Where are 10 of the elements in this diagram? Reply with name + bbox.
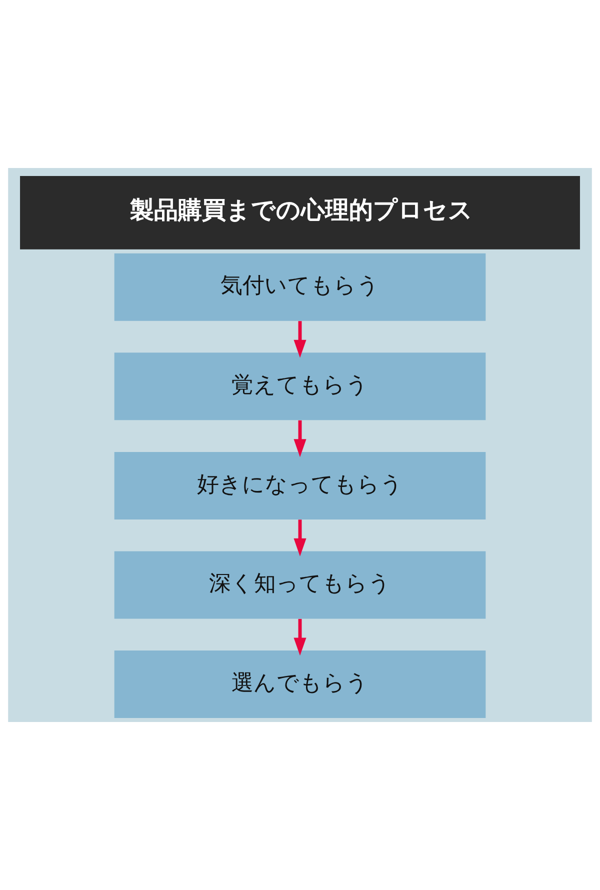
node-box: 好きになってもらう: [114, 452, 486, 520]
arrow: [294, 618, 306, 656]
arrow: [294, 520, 306, 556]
arrow: [294, 420, 306, 458]
node-box: 気付いてもらう: [114, 253, 486, 321]
node-box: 覚えてもらう: [114, 352, 486, 420]
node-box: 深く知ってもらう: [114, 551, 486, 619]
arrow: [294, 321, 306, 358]
node-box: 選んでもらう: [114, 650, 486, 718]
diagram-title: 製品購買までの心理的プロセス: [130, 196, 474, 224]
